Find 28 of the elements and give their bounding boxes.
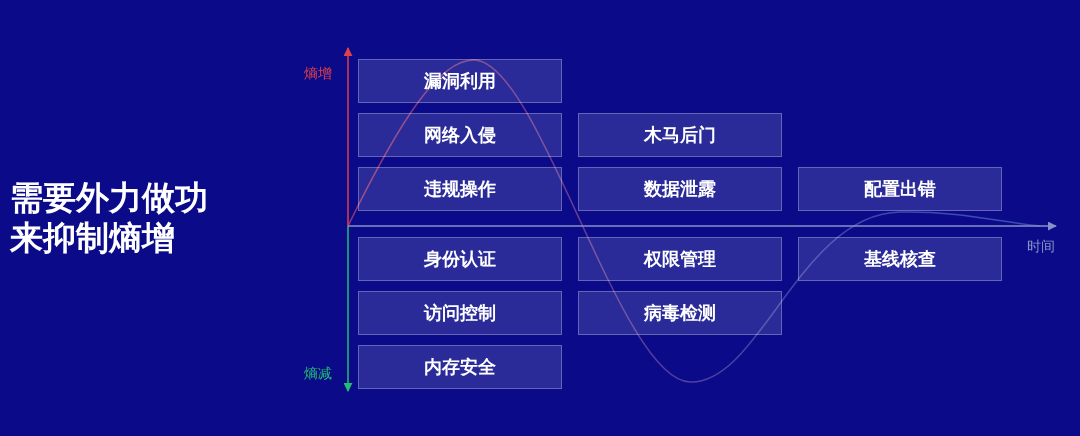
category-box [578,237,782,281]
axis-label: 熵减 [304,365,332,383]
axis-label: 时间 [1027,238,1055,256]
category-box [798,167,1002,211]
category-box [358,237,562,281]
box-label: 病毒检测 [644,301,716,325]
category-box [578,291,782,335]
slide-title: 需要外力做功来抑制熵增 [10,178,209,258]
category-box [358,167,562,211]
category-box [358,113,562,157]
box-label: 漏洞利用 [424,69,496,93]
box-label: 网络入侵 [424,123,496,147]
category-box [358,345,562,389]
axis-label: 熵增 [304,65,332,83]
category-box [578,113,782,157]
category-box [358,291,562,335]
category-box [578,167,782,211]
box-label: 访问控制 [424,301,496,325]
box-label: 违规操作 [424,177,496,201]
box-label: 权限管理 [644,247,716,271]
category-box [358,59,562,103]
category-box [798,237,1002,281]
box-label: 配置出错 [864,177,936,201]
box-label: 木马后门 [644,123,716,147]
box-label: 身份认证 [424,247,496,271]
box-label: 内存安全 [424,355,496,379]
box-label: 数据泄露 [644,177,716,201]
box-label: 基线核查 [864,247,936,271]
